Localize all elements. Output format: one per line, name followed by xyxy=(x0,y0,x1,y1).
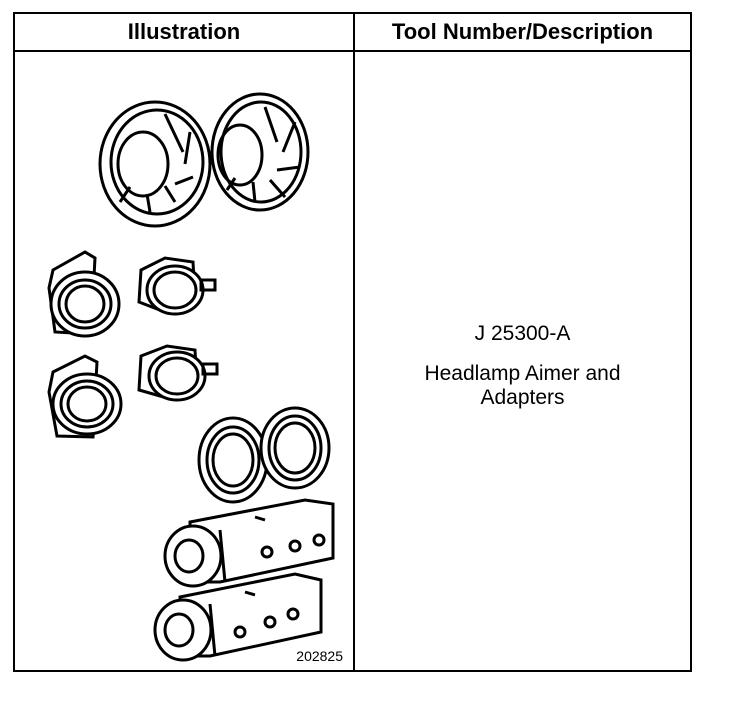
illustration-cell: 202825 xyxy=(15,52,353,670)
ring-adapter-icon xyxy=(259,406,331,490)
tool-description-line: Adapters xyxy=(480,386,565,409)
tool-description: Headlamp Aimer and Adapters xyxy=(355,362,690,410)
round-headlamp-adapter-icon xyxy=(98,100,212,228)
header-tool-description: Tool Number/Description xyxy=(391,19,654,44)
tool-table: Illustration Tool Number/Description xyxy=(13,12,692,672)
headlamp-aimer-icon xyxy=(163,498,335,588)
tool-number: J 25300-A xyxy=(474,322,571,345)
tool-illustration xyxy=(47,92,335,662)
square-headlamp-adapter-icon xyxy=(137,256,217,316)
tool-description-line: Headlamp Aimer and xyxy=(424,362,621,385)
table-header-row: Illustration Tool Number/Description xyxy=(15,14,690,52)
square-headlamp-adapter-icon xyxy=(137,344,219,402)
header-illustration: Illustration xyxy=(127,19,241,44)
description-cell: J 25300-A Headlamp Aimer and Adapters xyxy=(355,52,690,670)
round-headlamp-adapter-icon xyxy=(210,92,310,212)
figure-number: 202825 xyxy=(296,648,343,664)
headlamp-aimer-icon xyxy=(153,572,323,662)
square-headlamp-adapter-icon xyxy=(47,354,123,439)
ring-adapter-icon xyxy=(197,416,269,504)
square-headlamp-adapter-icon xyxy=(47,250,121,338)
column-divider xyxy=(353,14,355,670)
